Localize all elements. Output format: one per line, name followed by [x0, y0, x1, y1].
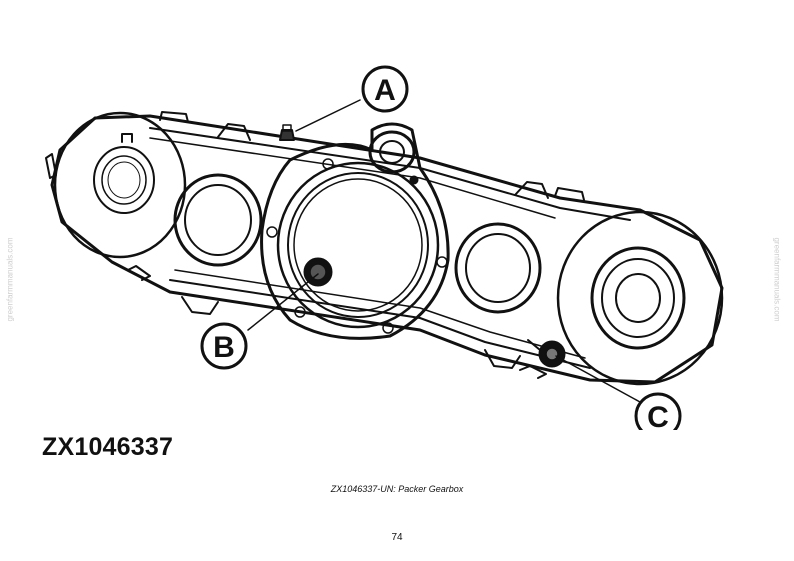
callout-c: C — [634, 392, 682, 430]
left-bearing — [173, 173, 263, 267]
center-cover-plate — [260, 122, 450, 340]
callout-b-letter: B — [213, 331, 235, 364]
figure-caption: ZX1046337-UN: Packer Gearbox — [330, 484, 464, 494]
right-shaft-hub — [556, 210, 724, 386]
right-bearing — [454, 222, 542, 314]
figure-id: ZX1046337 — [42, 433, 174, 461]
callout-a-letter: A — [374, 74, 396, 107]
watermark-right: greenfarmmanuals.com — [772, 237, 782, 322]
callout-b: B — [200, 322, 248, 370]
watermark-left: greenfarmmanuals.com — [5, 237, 15, 322]
left-shaft-hub — [53, 111, 187, 259]
packer-gearbox-illustration: A B C — [45, 65, 724, 430]
callout-a: A — [361, 65, 409, 113]
vent-a — [279, 129, 295, 141]
page-number: 74 — [391, 532, 403, 543]
callout-c-letter: C — [647, 401, 669, 430]
